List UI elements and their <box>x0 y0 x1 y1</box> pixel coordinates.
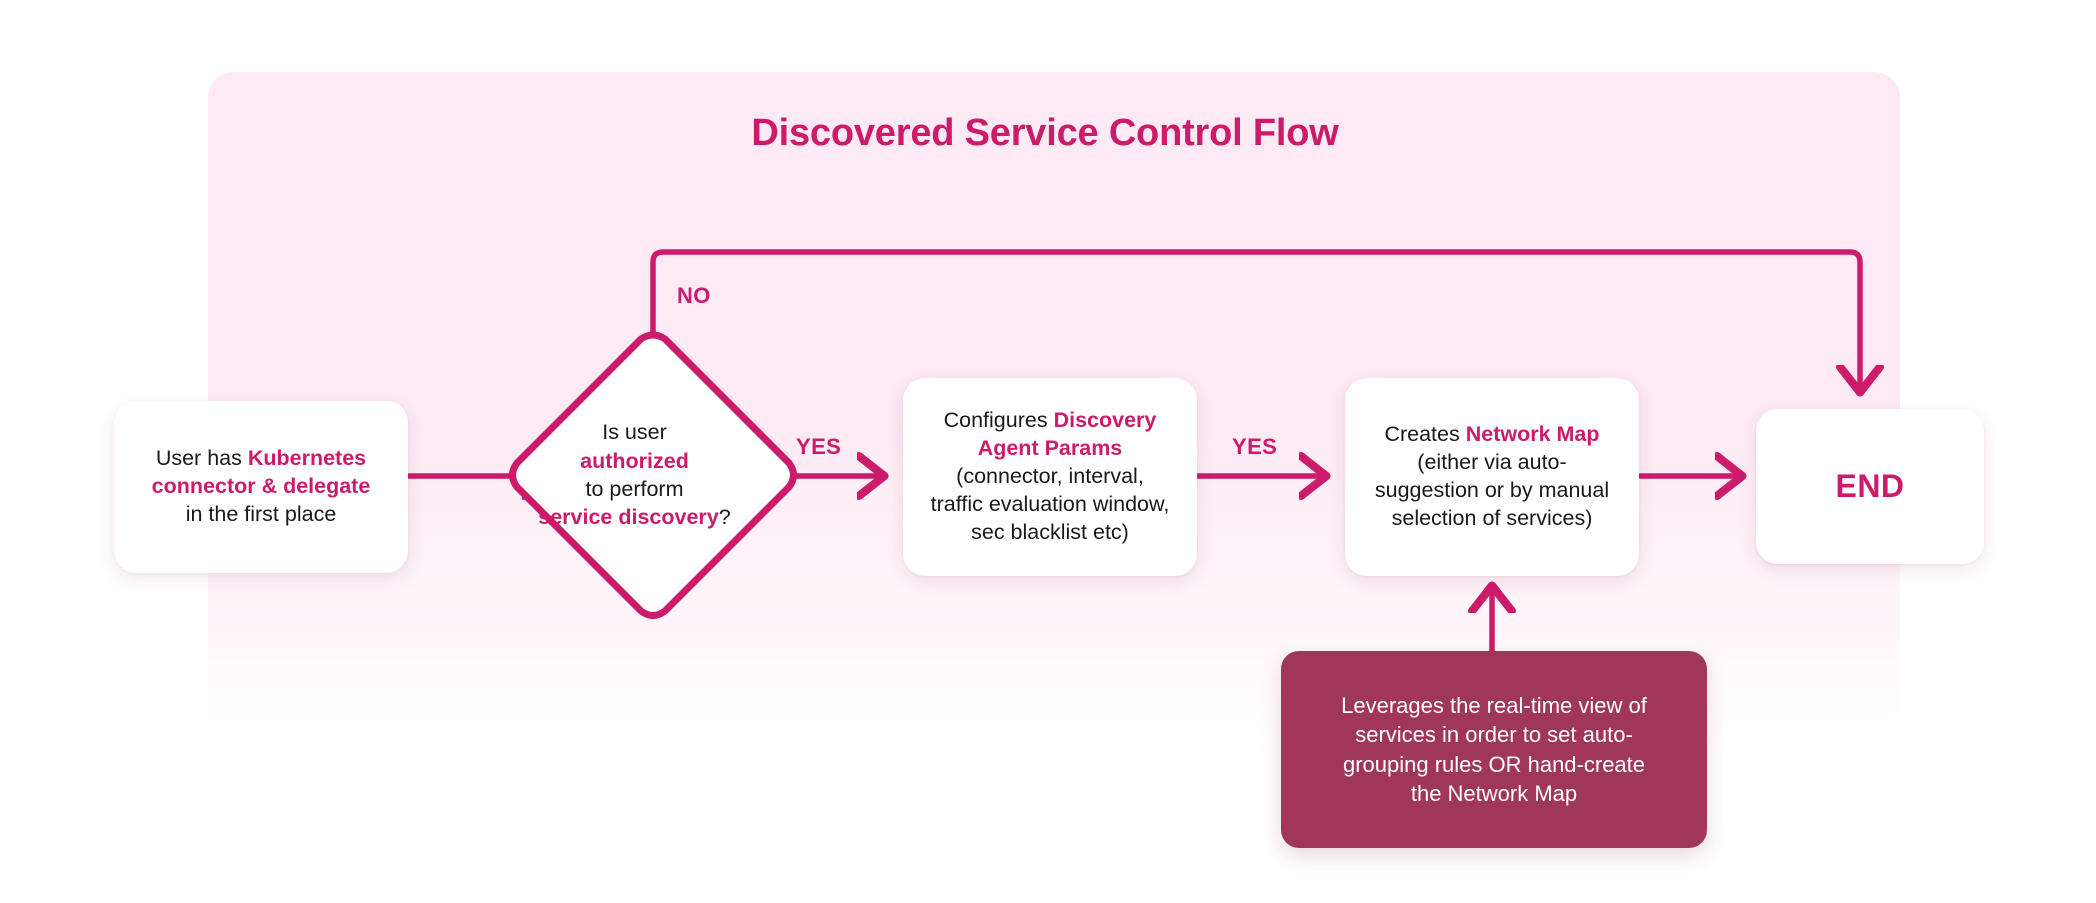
edge-label-yes-params: YES <box>1232 434 1278 459</box>
accent-network-map: Network Map <box>1465 422 1600 447</box>
text-line: sec blacklist etc) <box>971 519 1129 544</box>
node-configures-discovery-agent-params[interactable]: Configures Discovery Agent Params (conne… <box>903 378 1197 576</box>
text-line: grouping rules OR hand-create <box>1342 751 1646 777</box>
text-line: Configures Discovery <box>943 408 1157 433</box>
node-is-user-authorized[interactable]: Is user authorized to perform service di… <box>509 331 797 619</box>
node-creates-network-map-text: Creates Network Map (either via auto- su… <box>1361 421 1623 533</box>
accent-kubernetes: Kubernetes <box>247 446 367 471</box>
diagram-title: Discovered Service Control Flow <box>0 112 2096 155</box>
text-line: in the first place <box>185 501 337 526</box>
node-is-user-authorized-text: Is user authorized to perform service di… <box>528 418 741 532</box>
text-line: (connector, interval, <box>956 464 1144 489</box>
accent-agent-params: Agent Params <box>977 436 1123 461</box>
node-end-label: END <box>1835 467 1905 504</box>
text-line: ? <box>718 505 731 530</box>
node-creates-network-map[interactable]: Creates Network Map (either via auto- su… <box>1345 378 1639 576</box>
node-user-has-connector-text: User has Kubernetes connector & delegate… <box>138 445 385 529</box>
text-line: the Network Map <box>1410 780 1578 806</box>
note-leverages-real-time-view[interactable]: Leverages the real-time view of services… <box>1281 651 1707 848</box>
text-line: Creates Network Map <box>1384 422 1600 447</box>
accent-authorized: authorized <box>580 448 689 473</box>
text-line: to perform <box>585 477 684 501</box>
text-line: (either via auto- <box>1417 450 1567 475</box>
text-line: selection of services) <box>1391 505 1593 530</box>
accent-connector-delegate: connector & delegate <box>151 474 371 499</box>
text-line: User has Kubernetes <box>155 446 367 471</box>
accent-discovery: Discovery <box>1053 408 1157 433</box>
node-configures-discovery-agent-params-text: Configures Discovery Agent Params (conne… <box>917 407 1184 547</box>
node-user-has-connector[interactable]: User has Kubernetes connector & delegate… <box>114 401 408 573</box>
text-line: services in order to set auto- <box>1355 722 1633 748</box>
text-line: traffic evaluation window, <box>930 491 1170 516</box>
diamond-shape <box>509 331 797 619</box>
diagram-title-text: Discovered Service Control Flow <box>751 112 1339 154</box>
node-end[interactable]: END <box>1756 409 1984 564</box>
note-leverages-real-time-view-text: Leverages the real-time view of services… <box>1321 691 1667 808</box>
accent-service-discovery: service discovery <box>538 505 719 530</box>
text-line: suggestion or by manual <box>1374 478 1610 502</box>
edge-label-no: NO <box>677 283 711 308</box>
edge-label-yes-decision: YES <box>796 434 842 459</box>
text-line: Is user <box>602 420 667 445</box>
text-line: Leverages the real-time view of <box>1341 693 1647 718</box>
